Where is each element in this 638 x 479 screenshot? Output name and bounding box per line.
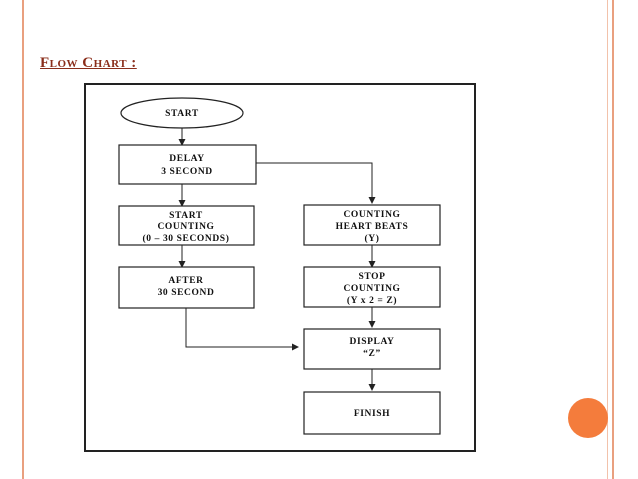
node-counting-heart-beats: COUNTING HEART BEATS (Y) <box>303 204 441 246</box>
node-display-line1: DISPLAY <box>349 337 394 347</box>
node-start: START <box>120 97 244 129</box>
node-stop-counting: STOP COUNTING (Y x 2 = Z) <box>303 266 441 308</box>
edge-delay-heartbeats <box>256 162 376 204</box>
node-after-line1: AFTER <box>168 276 203 286</box>
node-start-label: START <box>165 109 199 119</box>
edge-after-display <box>185 308 299 351</box>
node-stop-line1: STOP <box>358 272 385 282</box>
slide-title: Flow Chart : <box>40 55 137 71</box>
node-after: AFTER 30 SECOND <box>118 266 255 309</box>
node-display: DISPLAY “Z” <box>303 328 441 370</box>
flowchart-frame: START DELAY 3 SECOND START COUNTING (0 –… <box>84 83 476 452</box>
slide-border <box>22 0 614 479</box>
flowchart-svg: START DELAY 3 SECOND START COUNTING (0 –… <box>118 97 441 435</box>
node-heartbeats-line1: COUNTING <box>343 210 400 220</box>
node-start-counting: START COUNTING (0 – 30 SECONDS) <box>118 205 255 246</box>
node-heartbeats-line2: HEART BEATS <box>336 222 409 232</box>
node-delay: DELAY 3 SECOND <box>118 144 257 185</box>
accent-circle <box>568 398 608 438</box>
node-delay-line1: DELAY <box>169 154 204 164</box>
node-stop-line3: (Y x 2 = Z) <box>347 295 397 306</box>
node-start-counting-line3: (0 – 30 SECONDS) <box>143 233 230 244</box>
node-delay-line2: 3 SECOND <box>161 167 213 177</box>
node-stop-line2: COUNTING <box>343 284 400 294</box>
connectors <box>178 128 376 391</box>
node-start-counting-line1: START <box>169 211 203 221</box>
node-display-line2: “Z” <box>363 348 381 359</box>
node-finish-label: FINISH <box>354 409 390 419</box>
node-after-line2: 30 SECOND <box>158 288 215 298</box>
node-finish: FINISH <box>303 391 441 435</box>
node-start-counting-line2: COUNTING <box>157 222 214 232</box>
node-heartbeats-line3: (Y) <box>365 233 380 244</box>
